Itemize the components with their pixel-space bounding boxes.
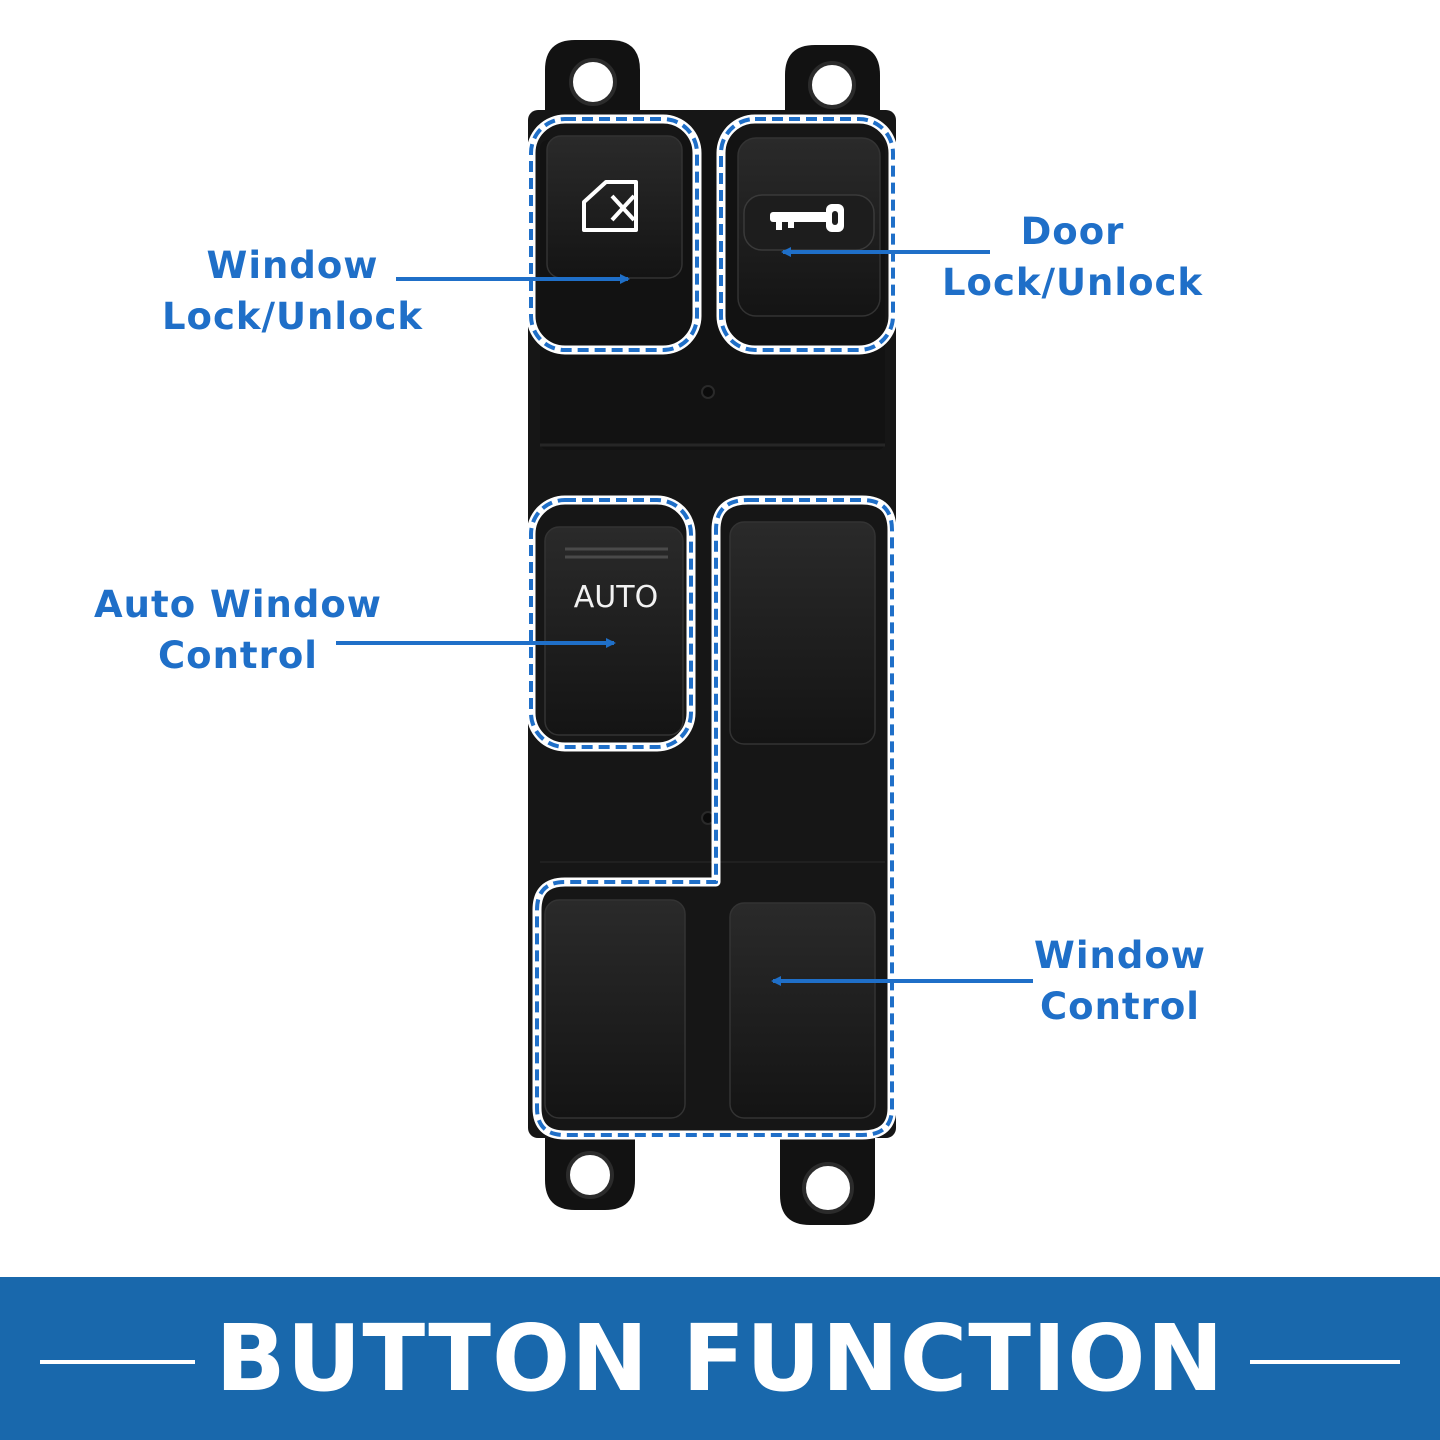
window-lock-button[interactable] [546, 135, 683, 279]
callout-auto-window-line1: Auto Window [94, 583, 382, 626]
window-control-button-rear-left[interactable] [544, 899, 686, 1119]
callout-window-lock: Window Lock/Unlock [150, 240, 435, 342]
key-icon [770, 204, 844, 232]
mounting-tab-bottom-right [780, 1125, 875, 1225]
callout-auto-window-line2: Control [158, 634, 318, 677]
callout-window-control-line2: Control [1040, 985, 1200, 1028]
callout-door-lock-line1: Door [1020, 210, 1125, 253]
callout-window-lock-line2: Lock/Unlock [161, 295, 424, 338]
callout-auto-window: Auto Window Control [88, 579, 388, 681]
mounting-tab-bottom-left [545, 1125, 635, 1210]
callout-door-lock: Door Lock/Unlock [930, 206, 1215, 308]
highlight-outlines [529, 117, 895, 1137]
window-lock-icon [582, 180, 638, 232]
door-lock-highlight [719, 117, 895, 352]
title-banner: BUTTON FUNCTION [0, 1277, 1440, 1440]
door-lock-button[interactable] [737, 137, 881, 317]
mounting-tab-top-left [545, 40, 640, 110]
callout-window-lock-line1: Window [206, 244, 379, 287]
callout-window-control: Window Control [1010, 930, 1230, 1032]
mounting-tab-top-right [785, 45, 880, 110]
window-lock-highlight [529, 117, 699, 352]
callout-door-lock-line2: Lock/Unlock [941, 261, 1204, 304]
banner-rule-left [40, 1360, 195, 1364]
callout-window-control-line1: Window [1034, 934, 1206, 977]
auto-key-label: AUTO [574, 580, 658, 615]
auto-window-button[interactable]: AUTO [544, 526, 684, 736]
window-control-button-rear-right[interactable] [729, 902, 876, 1119]
window-control-highlight [535, 498, 894, 1137]
auto-window-highlight [529, 498, 693, 749]
callout-arrows [336, 247, 1033, 986]
banner-rule-right [1250, 1360, 1400, 1364]
window-control-button-front-right[interactable] [729, 521, 876, 745]
banner-title: BUTTON FUNCTION [215, 1305, 1225, 1412]
